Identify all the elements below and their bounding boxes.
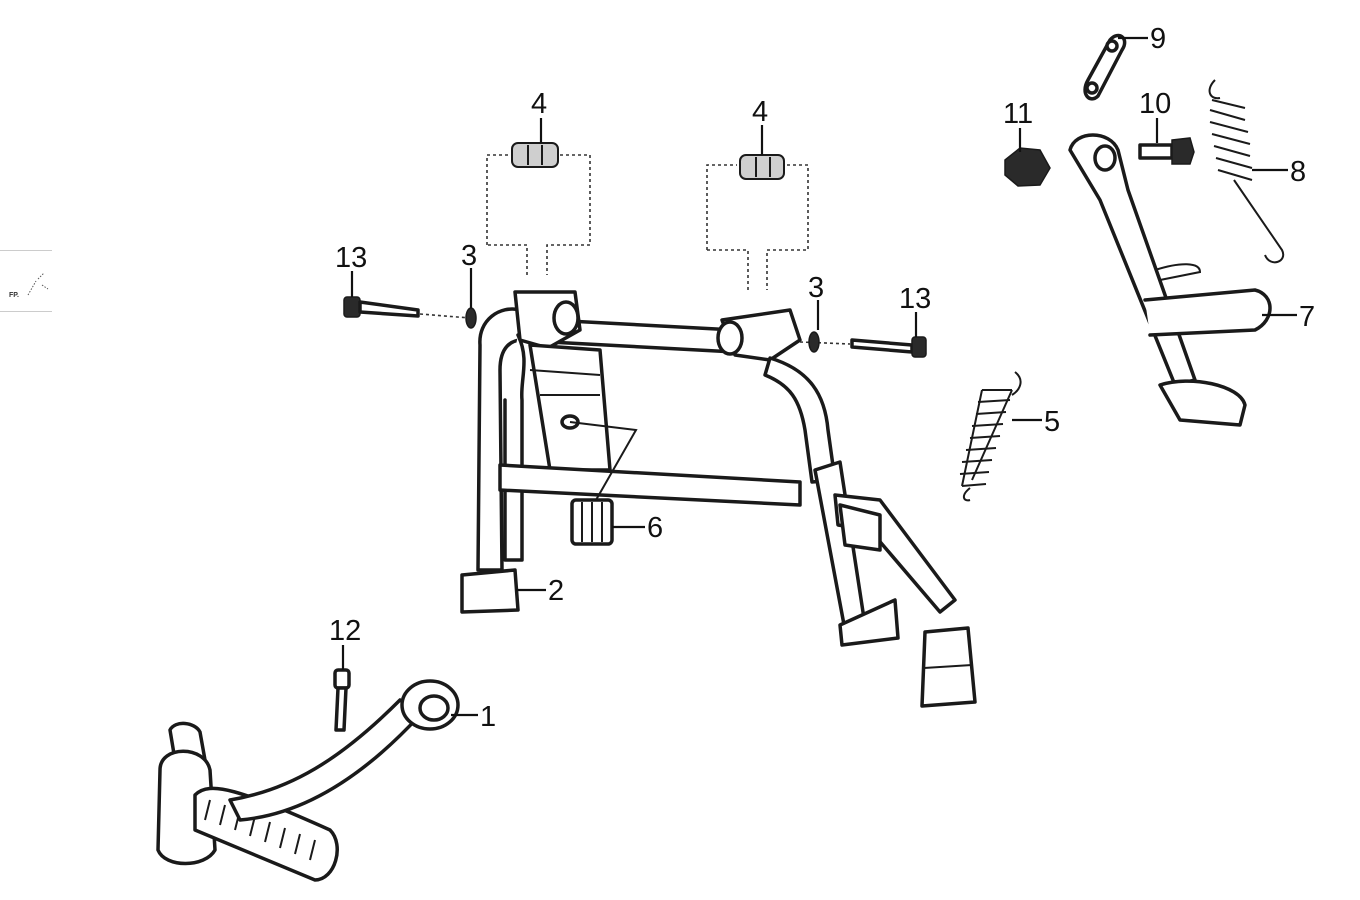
fp-thumbnail: FP. bbox=[0, 250, 52, 312]
callout-13-right: 13 bbox=[899, 283, 931, 315]
bushing-left bbox=[511, 142, 559, 168]
right-pivot-boss bbox=[716, 320, 744, 356]
bushing-right-group bbox=[706, 154, 809, 290]
stopper-rubber bbox=[569, 421, 638, 546]
kick-lever-bolt bbox=[333, 668, 351, 732]
washer-right bbox=[808, 331, 820, 353]
bushing-left-group bbox=[486, 142, 591, 275]
callout-1: 1 bbox=[480, 701, 496, 733]
fp-sketch-icon bbox=[27, 272, 49, 296]
callout-3-left: 3 bbox=[461, 240, 477, 272]
callout-13-left: 13 bbox=[335, 242, 367, 274]
left-foot-plate bbox=[460, 568, 520, 614]
callout-6: 6 bbox=[647, 512, 663, 544]
bolt-head-right bbox=[911, 336, 927, 358]
center-stand-frame bbox=[460, 290, 977, 708]
callout-2: 2 bbox=[548, 575, 564, 607]
lever-plate bbox=[838, 503, 882, 552]
fp-label: FP. bbox=[9, 292, 19, 299]
callout-8: 8 bbox=[1290, 156, 1306, 188]
left-pivot-boss bbox=[552, 300, 580, 336]
pivot-bolt-left bbox=[343, 296, 471, 319]
stand-spring bbox=[959, 371, 1022, 502]
callout-9: 9 bbox=[1150, 23, 1166, 55]
bushing-right bbox=[739, 154, 785, 180]
callout-5: 5 bbox=[1044, 406, 1060, 438]
center-arm-plate bbox=[528, 343, 612, 472]
side-stand-spring bbox=[1208, 79, 1285, 264]
right-foot-plate bbox=[838, 598, 900, 647]
callout-12: 12 bbox=[329, 615, 361, 647]
washer-left bbox=[465, 307, 477, 329]
callout-3-right: 3 bbox=[808, 272, 824, 304]
callout-4-right: 4 bbox=[752, 96, 768, 128]
middle-cross-tube bbox=[498, 463, 802, 507]
callout-10: 10 bbox=[1139, 88, 1171, 120]
side-stand-bolt bbox=[1138, 137, 1195, 165]
side-stand-nut bbox=[1004, 147, 1051, 187]
bolt-head-left bbox=[343, 296, 361, 318]
left-leg-inner bbox=[503, 333, 526, 562]
callout-4-left: 4 bbox=[531, 88, 547, 120]
callout-11: 11 bbox=[1003, 98, 1033, 130]
side-stand bbox=[1068, 133, 1272, 427]
right-leg-upper bbox=[763, 356, 837, 484]
kick-starter-lever bbox=[156, 679, 460, 882]
spring-plate bbox=[1083, 33, 1127, 101]
leader-lines bbox=[341, 36, 1297, 717]
callout-7: 7 bbox=[1299, 301, 1315, 333]
callout-labels: 1 2 3 3 4 4 5 6 7 8 9 10 11 12 13 13 bbox=[329, 23, 1315, 733]
